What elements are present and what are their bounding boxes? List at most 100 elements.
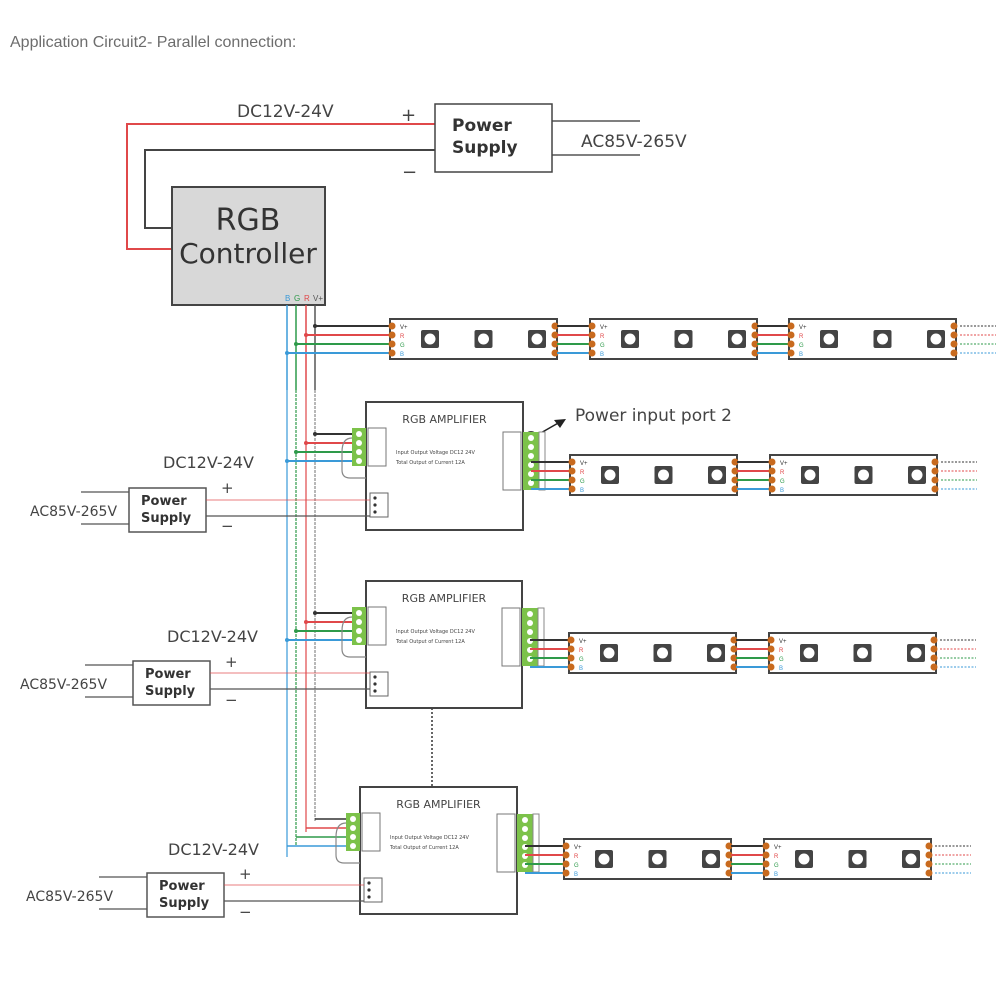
amp-ac-label: AC85V-265V bbox=[30, 504, 117, 520]
strip-solder-pad bbox=[751, 349, 759, 357]
strip-pin-label: G bbox=[799, 343, 804, 349]
strip-solder-pad bbox=[388, 340, 396, 348]
terminal-screw bbox=[350, 825, 356, 831]
strip-solder-pad bbox=[731, 476, 739, 484]
wire-junction-dot bbox=[313, 432, 317, 436]
strip-solder-pad bbox=[568, 458, 576, 466]
strip-solder-pad bbox=[950, 349, 958, 357]
strip-pin-label: V+ bbox=[780, 461, 788, 467]
strip-pin-label: B bbox=[774, 872, 778, 878]
power-port-pin bbox=[373, 503, 377, 507]
strip-solder-pad bbox=[567, 636, 575, 644]
led-lens bbox=[658, 469, 669, 481]
led-lens bbox=[657, 647, 668, 659]
strip-pin-label: G bbox=[574, 863, 579, 869]
strip-solder-pad bbox=[762, 869, 770, 877]
power-port-pin bbox=[373, 510, 377, 514]
strip-solder-pad bbox=[767, 636, 775, 644]
strip-solder-pad bbox=[787, 331, 795, 339]
led-lens bbox=[858, 469, 869, 481]
led-lens bbox=[803, 647, 815, 659]
amp-supply-label-1: Power bbox=[145, 667, 191, 682]
terminal-screw bbox=[528, 453, 534, 459]
strip-solder-pad bbox=[950, 340, 958, 348]
strip-pin-label: B bbox=[579, 666, 583, 672]
led-lens bbox=[598, 853, 610, 865]
strip-solder-pad bbox=[568, 467, 576, 475]
wire-junction-dot bbox=[294, 450, 298, 454]
strip-solder-pad bbox=[768, 458, 776, 466]
led-lens bbox=[731, 333, 743, 345]
output-terminal-label-plate bbox=[496, 813, 516, 873]
terminal-screw bbox=[528, 435, 534, 441]
strip-solder-pad bbox=[588, 349, 596, 357]
amplifier-box bbox=[365, 580, 523, 709]
input-terminal-block bbox=[352, 428, 366, 466]
wire-junction-dot bbox=[285, 638, 289, 642]
output-terminal-block bbox=[522, 608, 538, 666]
amplifier-spec-voltage: Input Output Voltage DC12 24V bbox=[390, 835, 469, 841]
strip-solder-pad bbox=[551, 349, 559, 357]
led-lens bbox=[652, 853, 663, 865]
main-minus-sign: − bbox=[402, 162, 417, 183]
strip-solder-pad bbox=[725, 869, 733, 877]
strip-solder-pad bbox=[768, 476, 776, 484]
strip-solder-pad bbox=[931, 458, 939, 466]
wire-junction-dot bbox=[313, 324, 317, 328]
power-port-pin bbox=[373, 682, 377, 686]
strip-pin-label: R bbox=[799, 334, 804, 340]
amplifier-box bbox=[365, 401, 524, 531]
strip-solder-pad bbox=[930, 654, 938, 662]
led-lens bbox=[478, 333, 489, 345]
terminal-screw bbox=[528, 462, 534, 468]
strip-pin-label: G bbox=[600, 343, 605, 349]
strip-pin-label: R bbox=[580, 470, 585, 476]
strip-solder-pad bbox=[725, 851, 733, 859]
terminal-screw bbox=[522, 826, 528, 832]
power-port-pin bbox=[373, 689, 377, 693]
strip-solder-pad bbox=[551, 322, 559, 330]
amp-supply-label-1: Power bbox=[141, 494, 187, 509]
input-terminal-block bbox=[346, 813, 360, 851]
led-strip-segment: V+RGB bbox=[388, 318, 559, 360]
strip-solder-pad bbox=[930, 645, 938, 653]
main-power-supply: Power Supply bbox=[434, 103, 553, 173]
strip-pin-label: R bbox=[579, 648, 584, 654]
strip-solder-pad bbox=[950, 331, 958, 339]
strip-pin-label: G bbox=[779, 657, 784, 663]
led-strip-segment: V+RGB bbox=[562, 838, 733, 880]
terminal-screw bbox=[356, 610, 362, 616]
controller-pin-g: G bbox=[294, 294, 300, 303]
strip-pin-label: R bbox=[600, 334, 605, 340]
strip-solder-pad bbox=[767, 654, 775, 662]
strip-solder-pad bbox=[730, 663, 738, 671]
strip-solder-pad bbox=[925, 860, 933, 868]
strip-solder-pad bbox=[567, 654, 575, 662]
amp-plus-sign: + bbox=[239, 865, 252, 883]
led-lens bbox=[910, 647, 922, 659]
led-lens bbox=[911, 469, 923, 481]
amplifier-title: RGB AMPLIFIER bbox=[396, 798, 481, 811]
led-lens bbox=[624, 333, 636, 345]
controller-pin-r: R bbox=[304, 294, 310, 303]
wire-junction-dot bbox=[304, 333, 308, 337]
power-port-pin bbox=[373, 496, 377, 500]
strip-solder-pad bbox=[588, 331, 596, 339]
strip-solder-pad bbox=[568, 485, 576, 493]
main-ac-label: AC85V-265V bbox=[581, 132, 687, 152]
strip-pin-label: B bbox=[779, 666, 783, 672]
terminal-screw bbox=[528, 444, 534, 450]
led-lens bbox=[424, 333, 436, 345]
amp-supply-label-2: Supply bbox=[141, 511, 192, 526]
strip-solder-pad bbox=[751, 340, 759, 348]
strip-pin-label: V+ bbox=[774, 845, 782, 851]
strip-solder-pad bbox=[588, 340, 596, 348]
input-terminal-block bbox=[352, 607, 366, 645]
amp-minus-sign: − bbox=[221, 517, 234, 535]
power-port-pin bbox=[367, 881, 371, 885]
rgb-amplifier-3: RGB AMPLIFIER Input Output Voltage DC12 2… bbox=[26, 786, 565, 921]
power-input-port bbox=[369, 492, 389, 518]
main-dc-label: DC12V-24V bbox=[237, 102, 334, 122]
terminal-screw bbox=[356, 440, 362, 446]
